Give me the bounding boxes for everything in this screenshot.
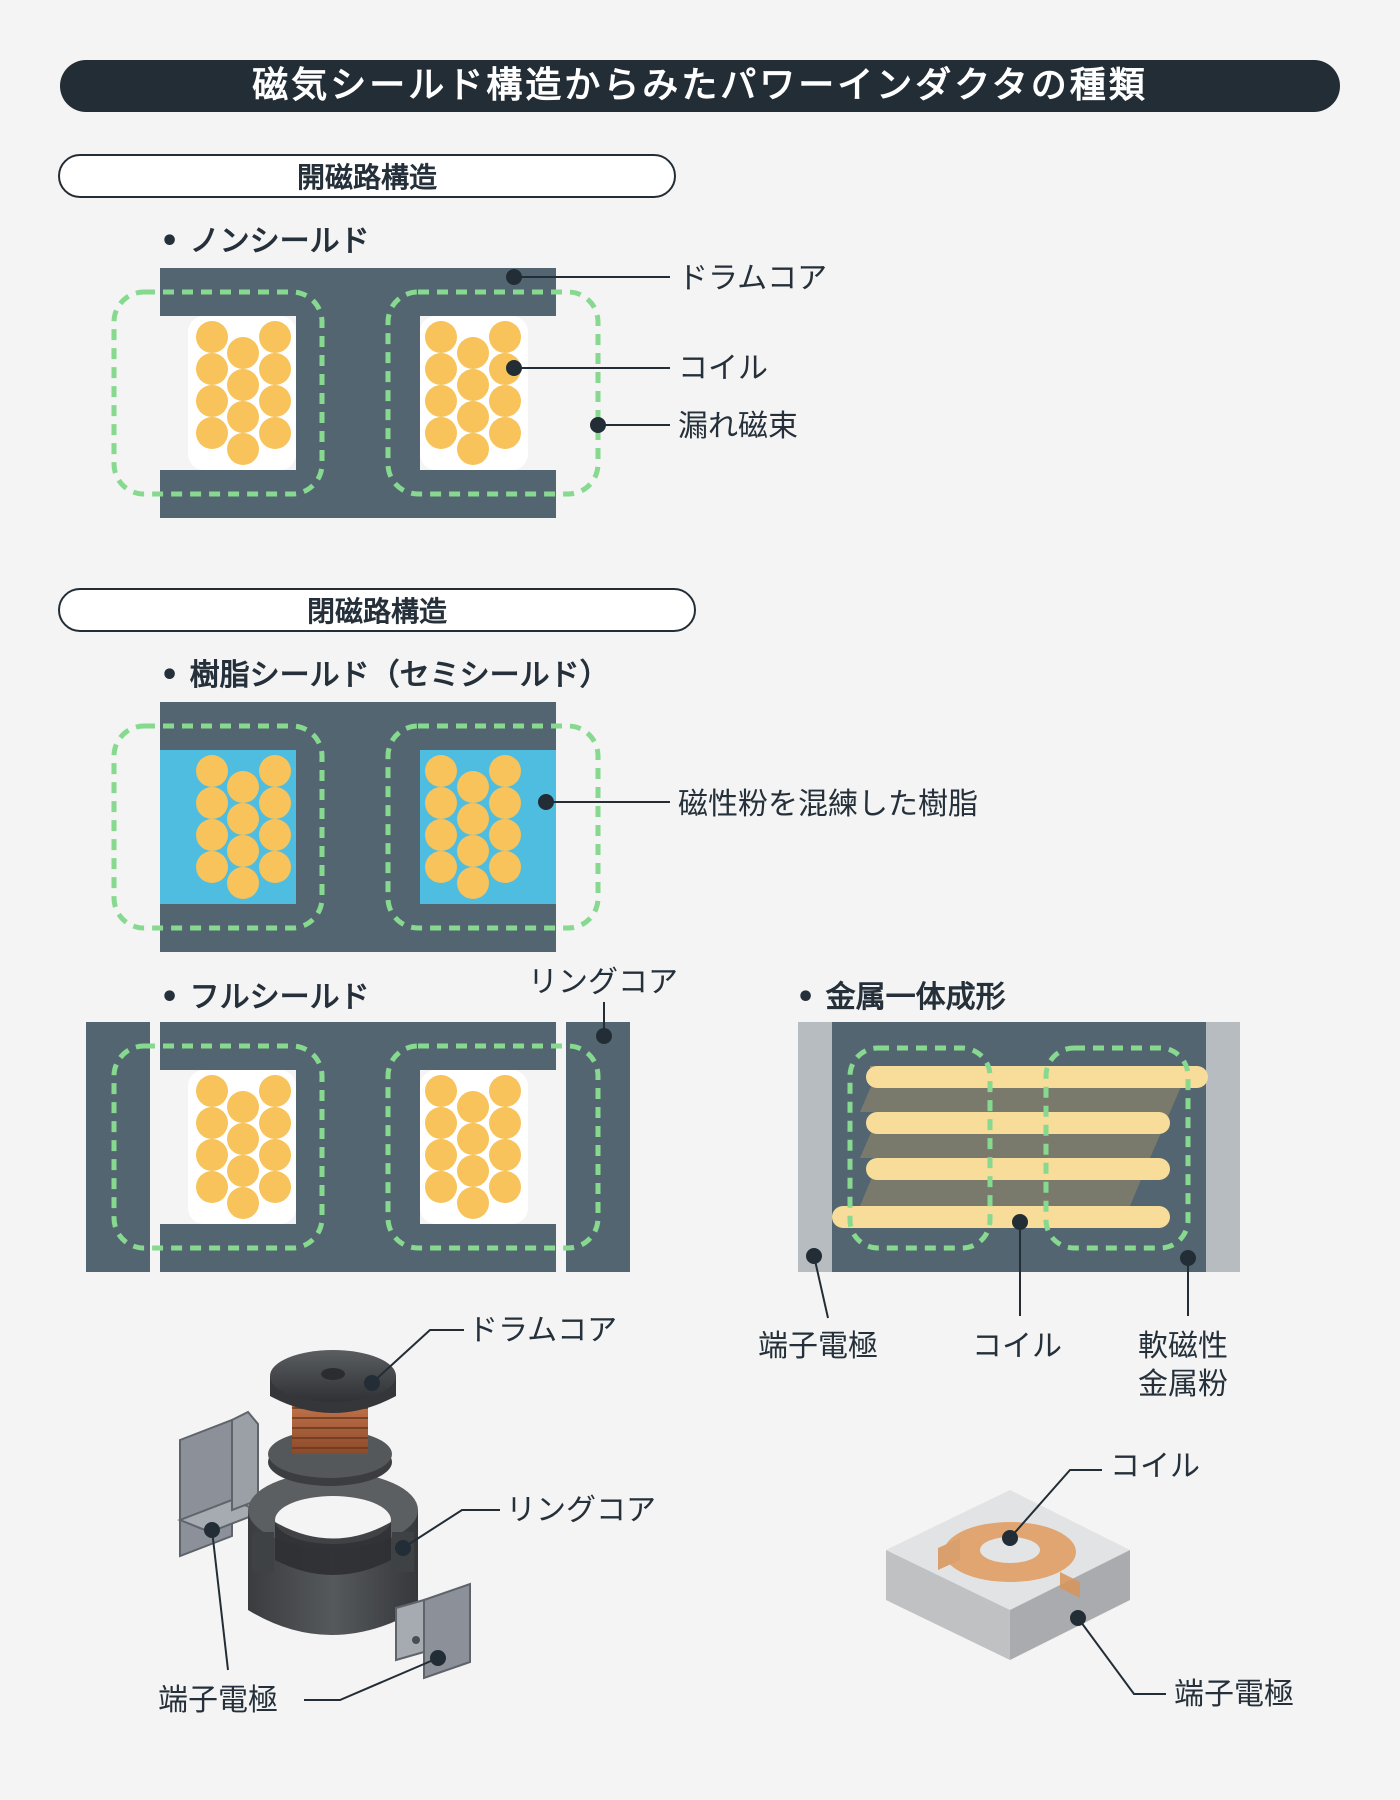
section-closed-magnetic: 閉磁路構造 [58,588,696,632]
label-metal-terminal: 端子電極 [758,1329,878,1364]
ring-core [248,1472,418,1635]
full-coil-left [196,1075,291,1219]
section-open-magnetic: 開磁路構造 [58,154,676,198]
coil-left [188,316,296,470]
drum-core [160,268,556,518]
nonshield-leaders [506,269,670,433]
nonshield-diagram [111,268,670,518]
label-render-terminal: 端子電極 [1174,1677,1294,1712]
label-coil: コイル [678,351,768,386]
bullet-metal-molded: • 金属一体成形 [796,980,1006,1015]
label-exploded-ring-core: リングコア [506,1493,656,1528]
label-exploded-drum-core: ドラムコア [468,1313,618,1348]
label-magnetic-resin: 磁性粉を混練した樹脂 [678,787,978,822]
exploded-inductor-render [177,1329,500,1701]
bullet-nonshield: • ノンシールド [160,224,370,259]
metal-molded-render [886,1469,1166,1695]
bullet-resin-shield: • 樹脂シールド（セミシールド） [160,658,610,693]
page-title: 磁気シールド構造からみたパワーインダクタの種類 [60,60,1340,112]
label-leak-flux: 漏れ磁束 [678,409,798,444]
label-soft-magnetic-2: 金属粉 [1138,1367,1228,1402]
resin-shield-diagram [111,702,670,952]
terminal-left [177,1410,265,1558]
flat-coil [832,1066,1208,1228]
resin-coil-right [425,755,521,899]
resin-coil-left [196,755,291,899]
coil-right [420,316,528,470]
metal-molded-diagram [798,1022,1240,1319]
bullet-full-shield: • フルシールド [160,980,370,1015]
full-shield-diagram [86,1002,630,1272]
full-coil-right [425,1075,521,1219]
label-drum-core: ドラムコア [678,261,828,296]
label-metal-coil: コイル [972,1329,1062,1364]
label-soft-magnetic-1: 軟磁性 [1138,1329,1228,1364]
label-ring-core: リングコア [528,965,678,1000]
label-render-coil: コイル [1110,1449,1200,1484]
embedded-flat-coil [938,1522,1080,1598]
leak-flux-paths [111,289,601,497]
label-exploded-terminal: 端子電極 [158,1683,278,1718]
